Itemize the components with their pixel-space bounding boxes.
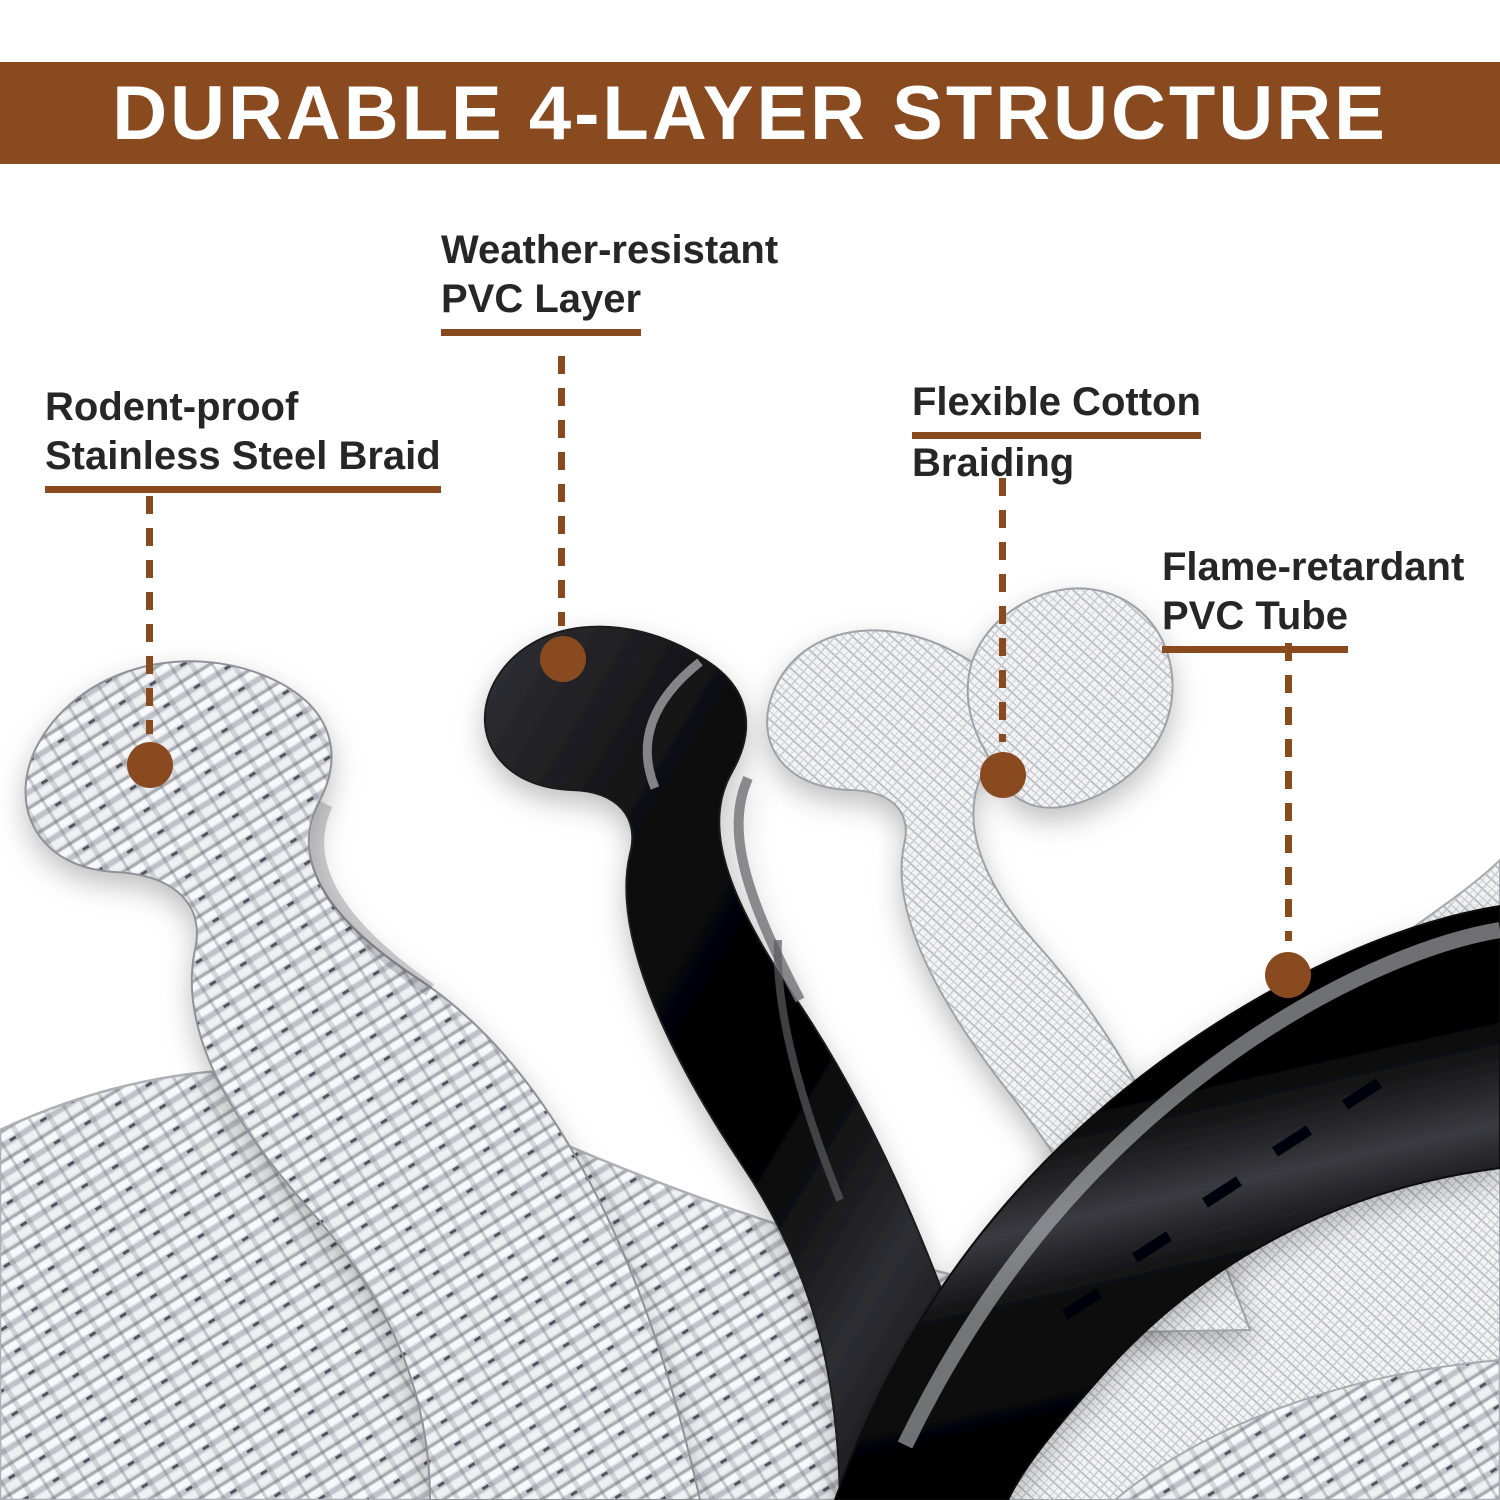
label-pvc-tube: Flame-retardant PVC Tube xyxy=(1162,543,1464,653)
header-banner: DURABLE 4-LAYER STRUCTURE xyxy=(0,62,1500,164)
label-line: Rodent-proof xyxy=(45,383,441,432)
callout-line-pvc-tube xyxy=(1285,643,1292,941)
label-tube-line2: PVC Tube xyxy=(1162,592,1348,653)
label-tube-line1: Flame-retardant xyxy=(1162,545,1465,589)
label-stainless-steel-braid: Rodent-proof Stainless Steel Braid xyxy=(45,383,441,493)
label-steel-line1: Rodent-proof xyxy=(45,385,299,429)
label-steel-line2: Stainless Steel Braid xyxy=(45,432,441,493)
pvc-layer-highlight xyxy=(773,939,844,1202)
callout-line-pvc-layer xyxy=(558,356,565,626)
label-line: PVC Layer xyxy=(441,275,778,336)
label-pvc-line1: Weather-resistant xyxy=(441,228,779,272)
pvc-layer-highlight xyxy=(642,658,703,790)
label-line: Flexible Cotton xyxy=(912,378,1201,439)
label-line: PVC Tube xyxy=(1162,592,1464,653)
label-line: Flame-retardant xyxy=(1162,543,1464,592)
callout-dot-pvc-tube xyxy=(1265,952,1311,998)
pvc-tube-gloss xyxy=(897,922,1500,1449)
label-line: Stainless Steel Braid xyxy=(45,432,441,493)
label-cotton-line1: Flexible Cotton xyxy=(912,378,1201,439)
callout-line-steel-braid xyxy=(146,496,153,734)
page-title: DURABLE 4-LAYER STRUCTURE xyxy=(112,70,1388,156)
callout-line-cotton-braiding xyxy=(999,478,1006,742)
steel-braid-shading xyxy=(310,801,435,996)
pvc-tube-ridges xyxy=(1062,1078,1382,1320)
callout-dot-steel-braid xyxy=(127,742,173,788)
label-cotton-braiding: Flexible Cotton Braiding xyxy=(912,378,1201,488)
label-pvc-line2: PVC Layer xyxy=(441,275,642,336)
label-cotton-line2: Braiding xyxy=(912,440,1075,485)
pvc-layer-peel xyxy=(483,625,1012,1500)
callout-dot-pvc-layer xyxy=(540,636,586,682)
pvc-tube-core xyxy=(833,904,1500,1500)
label-pvc-layer: Weather-resistant PVC Layer xyxy=(441,226,778,336)
label-line: Braiding xyxy=(912,439,1201,488)
callout-dot-cotton-braiding xyxy=(980,752,1026,798)
label-line: Weather-resistant xyxy=(441,226,778,275)
